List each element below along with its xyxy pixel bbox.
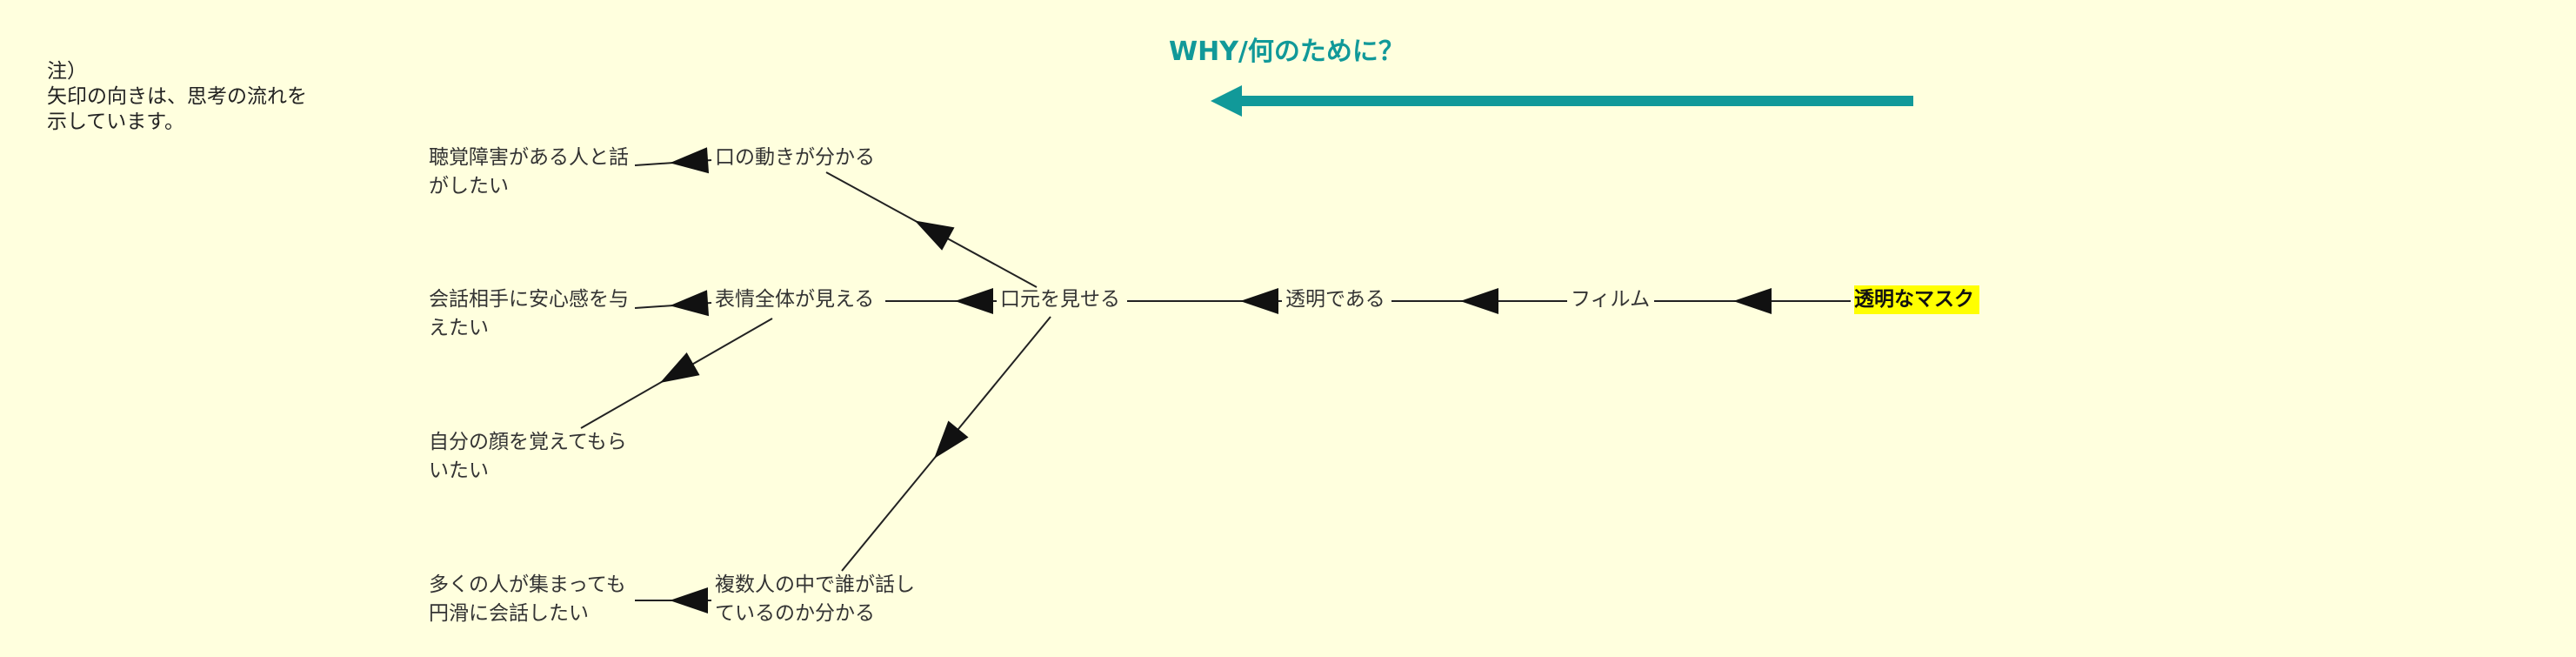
- edge-mask-to-film: [1654, 288, 1851, 314]
- note-box: 注） 矢印の向きは、思考の流れを 示しています。: [47, 59, 308, 135]
- node-reassure-partner: 会話相手に安心感を与えたい: [429, 288, 629, 339]
- node-is-transparent: 透明である: [1285, 288, 1385, 311]
- node-know-who-speaks: 複数人の中で誰が話しているのか分かる: [715, 573, 915, 625]
- arrowhead-icon: [1240, 288, 1278, 314]
- node-show-mouth: 口元を見せる: [1000, 288, 1120, 311]
- arrowhead-icon: [670, 290, 710, 317]
- edge-line: [634, 159, 712, 166]
- note-line: 注）: [47, 60, 87, 83]
- node-smooth-group-talk: 多くの人が集まっても円滑に会話したい: [429, 573, 626, 625]
- arrowhead-icon: [934, 420, 969, 459]
- arrowhead-icon: [1460, 288, 1498, 314]
- edge-lips-to-hearing: [634, 147, 712, 174]
- arrowhead-icon: [914, 220, 955, 251]
- arrowhead-icon: [670, 147, 710, 174]
- why-title: WHY/何のために？: [1169, 37, 1405, 67]
- why-direction-arrow: [1211, 85, 1913, 117]
- node-be-remembered: 自分の顔を覚えてもらいたい: [429, 431, 627, 482]
- arrowhead-icon: [1733, 288, 1772, 314]
- edge-mouth-to-speaker: [841, 316, 1051, 572]
- note-line: 示しています。: [47, 111, 185, 133]
- edge-line: [841, 316, 1051, 572]
- edge-film-to-clear: [1391, 288, 1567, 314]
- node-transparent-mask: 透明なマスク: [1854, 285, 1979, 314]
- edge-speaker-to-crowd: [635, 587, 711, 613]
- arrowhead-icon: [955, 288, 993, 314]
- note-line: 矢印の向きは、思考の流れを: [47, 85, 307, 108]
- node-see-lip-movement: 口の動きが分かる: [715, 146, 875, 169]
- edge-mouth-to-face: [885, 288, 997, 314]
- edge-mouth-to-lips: [825, 171, 1038, 288]
- edge-line: [634, 302, 712, 309]
- node-film: フィルム: [1571, 288, 1651, 311]
- edge-line: [825, 171, 1038, 288]
- edge-clear-to-mouth: [1127, 288, 1282, 314]
- edge-face-to-reassure: [634, 290, 712, 317]
- arrowhead-icon: [659, 352, 700, 383]
- arrowhead-icon: [670, 587, 708, 613]
- node-talk-with-hearing-impaired: 聴覚障害がある人と話がしたい: [429, 146, 629, 198]
- node-see-whole-expression: 表情全体が見える: [715, 288, 875, 311]
